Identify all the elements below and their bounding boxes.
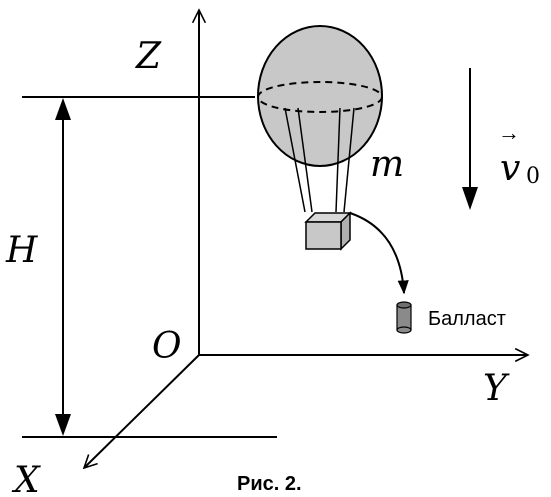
balloon-rope — [343, 107, 355, 213]
x-axis — [84, 354, 200, 468]
height-arrow-head-bottom — [55, 414, 71, 436]
ballast-label: Балласт — [428, 308, 506, 330]
figure-caption: Рис. 2. — [237, 473, 302, 495]
velocity-arrow-head — [462, 187, 478, 210]
balloon-rope — [335, 107, 341, 213]
y-axis-label: Y — [483, 368, 510, 409]
mass-label: m — [370, 144, 404, 185]
ballast-trajectory — [349, 212, 409, 295]
z-axis-label: Z — [135, 36, 162, 77]
velocity-label: v — [500, 148, 520, 189]
balloon-equator — [257, 81, 383, 113]
x-axis-label: X — [11, 460, 41, 497]
balloon-rope — [297, 107, 313, 213]
ballast-icon — [396, 301, 412, 334]
balloon-basket — [304, 211, 352, 251]
origin-label: O — [152, 326, 182, 367]
height-label: H — [5, 230, 38, 271]
balloon-rope — [284, 107, 306, 213]
velocity-subscript: 0 — [526, 164, 540, 189]
velocity-vector-arrow: → — [498, 120, 520, 145]
height-arrow-head-top — [55, 98, 71, 120]
balloon-envelope — [257, 25, 383, 167]
